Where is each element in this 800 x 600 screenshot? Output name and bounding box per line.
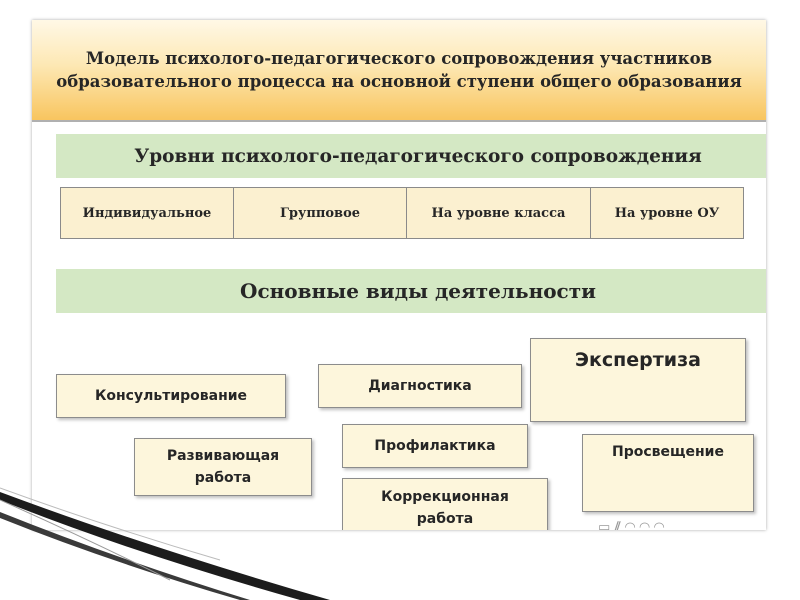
activity-correction: Коррекционная работа: [342, 478, 548, 530]
activity-consulting: Консультирование: [56, 374, 286, 418]
levels-table: Индивидуальное Групповое На уровне класс…: [60, 187, 744, 239]
level-cell-individual: Индивидуальное: [61, 188, 234, 238]
activities-heading: Основные виды деятельности: [56, 269, 766, 313]
level-cell-group: Групповое: [234, 188, 407, 238]
activity-developing: Развивающая работа: [134, 438, 312, 496]
level-cell-school: На уровне ОУ: [614, 205, 720, 221]
level-cell-class: На уровне класса: [407, 188, 591, 238]
activity-diagnostics: Диагностика: [318, 364, 522, 408]
levels-heading: Уровни психолого-педагогического сопрово…: [56, 134, 766, 178]
slide-header: Модель психолого-педагогического сопрово…: [32, 20, 766, 122]
activity-expertise: Экспертиза: [530, 338, 746, 422]
slide-title: Модель психолого-педагогического сопрово…: [56, 49, 742, 91]
activity-enlightenment: Просвещение: [582, 434, 754, 512]
slide: Модель психолого-педагогического сопрово…: [32, 20, 766, 530]
activity-prevention: Профилактика: [342, 424, 528, 468]
watermark-logo: ▭ ⫽ ◠ ◠ ◠: [598, 520, 665, 530]
